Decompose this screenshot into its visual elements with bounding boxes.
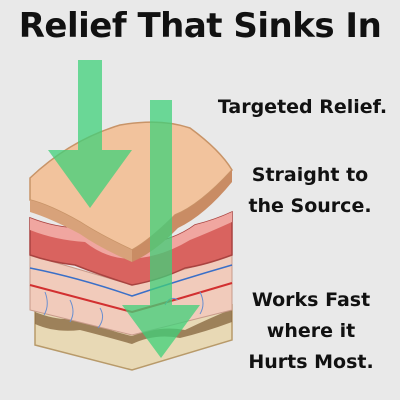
down-arrow-icon (122, 100, 200, 358)
claim-straight-to-source: Straight to the Source. (248, 164, 372, 217)
headline: Relief That Sinks In (18, 6, 382, 46)
down-arrow-icon (48, 60, 132, 208)
claim-works-fast: Works Fast where it Hurts Most. (248, 289, 374, 373)
claim-targeted-relief: Targeted Relief. (217, 96, 388, 118)
